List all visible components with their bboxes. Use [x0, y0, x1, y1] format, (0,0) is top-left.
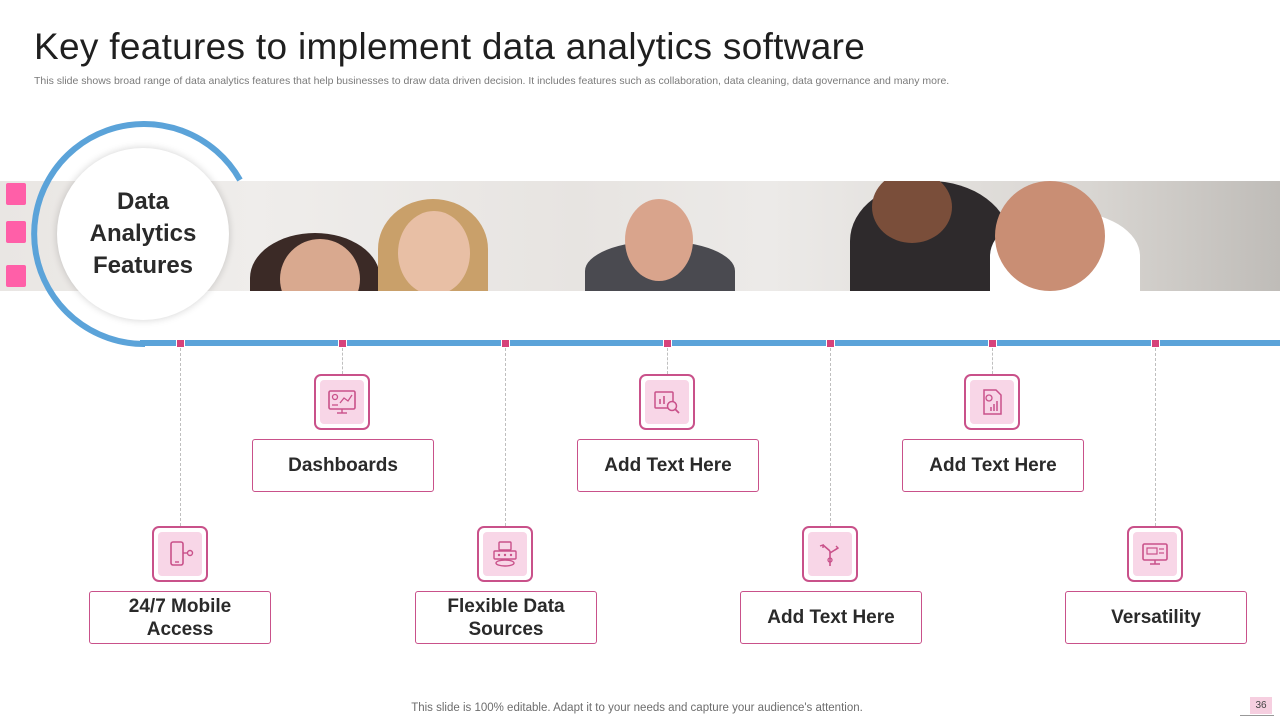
feature-label: Add Text Here: [767, 607, 895, 628]
feature-label: Add Text Here: [929, 455, 1057, 476]
sticky-note: [6, 265, 26, 287]
feature-label: Versatility: [1111, 607, 1201, 628]
person-face: [398, 211, 470, 291]
timeline-bar: [140, 340, 1280, 346]
feature-icon-box: [152, 526, 208, 582]
data-sources-icon: [493, 541, 517, 567]
person-face: [625, 199, 693, 281]
direction-arrows-icon: [819, 544, 840, 566]
person-face: [995, 181, 1105, 291]
feature-card: Add Text Here: [577, 439, 759, 492]
connector-line: [992, 348, 993, 374]
feature-card: Flexible Data Sources: [415, 591, 597, 644]
report-document-icon: [983, 389, 1002, 415]
feature-icon-box: [639, 374, 695, 430]
connector-line: [505, 348, 506, 526]
dashboard-icon: [328, 390, 356, 414]
feature-card: 24/7 Mobile Access: [89, 591, 271, 644]
feature-label: Flexible Data Sources: [447, 595, 565, 640]
timeline-marker: [1151, 339, 1160, 348]
connector-line: [342, 348, 343, 374]
feature-icon-box: [314, 374, 370, 430]
timeline-marker: [501, 339, 510, 348]
connector-line: [180, 348, 181, 526]
mobile-access-icon: [170, 541, 194, 566]
feature-icon-box: [1127, 526, 1183, 582]
center-circle: Data Analytics Features: [57, 148, 229, 320]
timeline-marker: [826, 339, 835, 348]
blue-arc-decoration: [31, 121, 243, 348]
feature-icon-box: [802, 526, 858, 582]
feature-card: Dashboards: [252, 439, 434, 492]
monitor-icon: [1142, 543, 1168, 565]
connector-line: [830, 348, 831, 526]
feature-card: Add Text Here: [740, 591, 922, 644]
connector-line: [667, 348, 668, 374]
feature-label: 24/7 Mobile Access: [128, 595, 232, 640]
feature-icon-box: [477, 526, 533, 582]
sticky-note: [6, 183, 26, 205]
slide-footer: This slide is 100% editable. Adapt it to…: [411, 702, 863, 714]
slide-subtitle: This slide shows broad range of data ana…: [34, 75, 950, 87]
center-label: Data Analytics Features: [89, 188, 197, 279]
slide-title: Key features to implement data analytics…: [34, 26, 866, 67]
feature-card: Add Text Here: [902, 439, 1084, 492]
page-number: 36: [1250, 697, 1272, 714]
timeline-marker: [176, 339, 185, 348]
timeline-marker: [338, 339, 347, 348]
feature-label: Dashboards: [288, 455, 398, 476]
connector-line: [1155, 348, 1156, 526]
page-number-underline: [1240, 715, 1274, 716]
timeline-marker: [988, 339, 997, 348]
sticky-note: [6, 221, 26, 243]
feature-label: Add Text Here: [604, 455, 732, 476]
person-face: [872, 181, 952, 243]
feature-card: Versatility: [1065, 591, 1247, 644]
chart-search-icon: [654, 391, 680, 414]
feature-icon-box: [964, 374, 1020, 430]
timeline-marker: [663, 339, 672, 348]
